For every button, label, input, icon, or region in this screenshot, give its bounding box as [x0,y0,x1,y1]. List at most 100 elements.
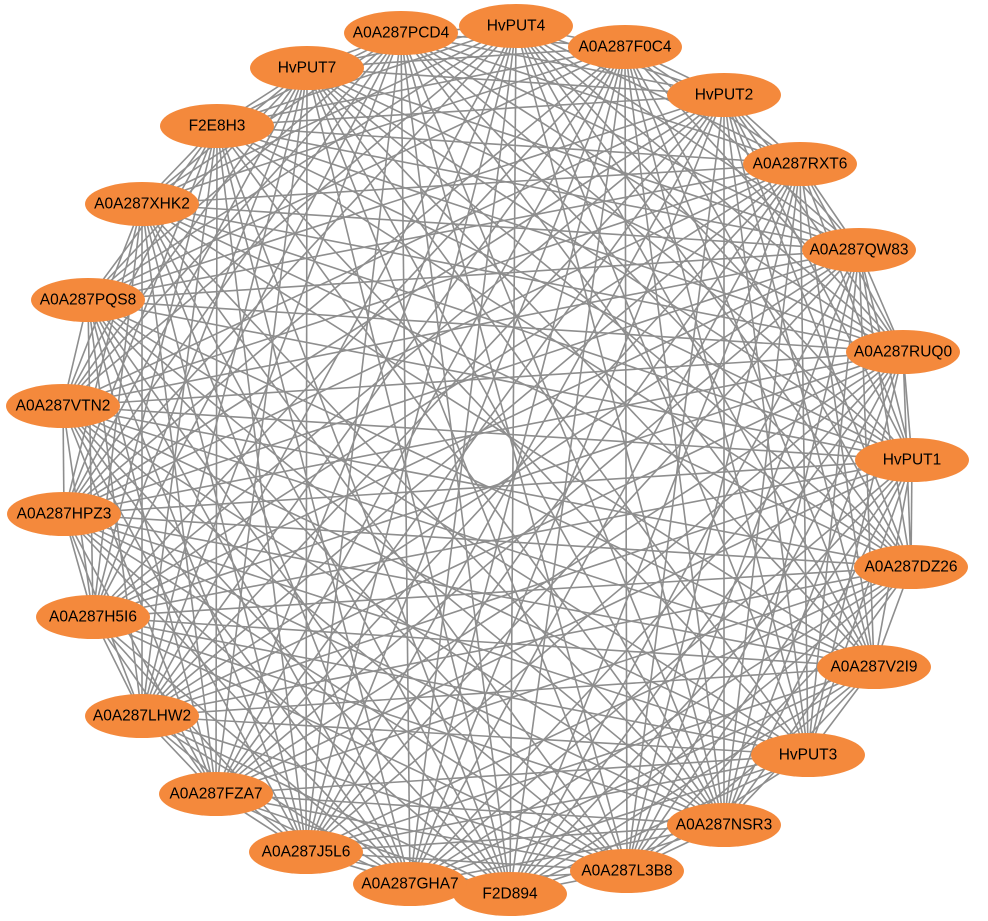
edge-A0A287DZ26-A0A287FZA7 [215,566,912,795]
node-A0A287RUQ0[interactable]: A0A287RUQ0 [846,330,960,374]
edge-F2E8H3-A0A287F0C4 [216,46,626,127]
node-label: A0A287XHK2 [94,196,190,213]
node-shape [7,492,121,536]
node-HvPUT4[interactable]: HvPUT4 [459,4,573,48]
edge-HvPUT7-A0A287DZ26 [306,67,912,568]
edge-A0A287J5L6-HvPUT7 [305,67,308,853]
edge-A0A287PQS8-A0A287RXT6 [87,163,801,301]
edge-A0A287GHA7-A0A287HPZ3 [63,513,411,885]
edge-A0A287PQS8-HvPUT4 [87,25,517,301]
edge-A0A287LHW2-A0A287F0C4 [141,46,626,717]
node-label: A0A287QW83 [809,242,908,259]
edge-F2D894-A0A287PQS8 [87,299,511,895]
edge-A0A287PQS8-HvPUT1 [87,299,913,461]
node-A0A287PQS8[interactable]: A0A287PQS8 [31,278,145,322]
node-shape [751,733,865,777]
node-label: A0A287FZA7 [169,786,262,803]
node-A0A287L3B8[interactable]: A0A287L3B8 [570,849,684,893]
edge-A0A287LHW2-HvPUT7 [141,67,308,717]
node-shape [31,278,145,322]
edge-A0A287L3B8-A0A287H5I6 [92,616,628,872]
edge-A0A287XHK2-A0A287DZ26 [141,203,912,568]
node-shape [854,545,968,589]
edge-A0A287J5L6-A0A287H5I6 [92,616,307,853]
edge-F2E8H3-HvPUT1 [216,125,913,461]
node-A0A287QW83[interactable]: A0A287QW83 [802,228,916,272]
edge-A0A287RUQ0-A0A287H5I6 [92,351,904,618]
node-A0A287HPZ3[interactable]: A0A287HPZ3 [7,492,121,536]
edge-F2D894-HvPUT7 [306,67,511,895]
edge-A0A287DZ26-A0A287GHA7 [409,566,912,885]
edge-A0A287H5I6-A0A287RXT6 [92,163,801,618]
edge-HvPUT7-A0A287NSR3 [306,67,725,826]
node-label: A0A287RXT6 [753,156,848,173]
node-label: A0A287PCD4 [353,25,450,42]
node-shape [250,46,364,90]
edge-A0A287L3B8-HvPUT7 [306,67,628,872]
edge-F2E8H3-A0A287DZ26 [216,125,912,568]
edge-A0A287DZ26-A0A287J5L6 [305,566,912,853]
node-HvPUT7[interactable]: HvPUT7 [250,46,364,90]
edge-A0A287FZA7-A0A287F0C4 [215,46,626,795]
edge-A0A287FZA7-F2E8H3 [215,125,218,795]
node-A0A287FZA7[interactable]: A0A287FZA7 [159,772,273,816]
edge-A0A287XHK2-HvPUT1 [141,203,913,461]
edge-F2D894-A0A287XHK2 [141,203,511,895]
edge-A0A287FZA7-HvPUT2 [215,94,725,795]
edge-F2E8H3-HvPUT4 [216,25,517,127]
edge-A0A287PCD4-A0A287DZ26 [400,32,912,568]
node-F2D894[interactable]: F2D894 [453,872,567,916]
node-shape [846,330,960,374]
edge-HvPUT4-F2D894 [509,25,517,895]
edge-HvPUT4-A0A287DZ26 [515,25,912,568]
node-A0A287XHK2[interactable]: A0A287XHK2 [85,182,199,226]
node-label: A0A287DZ26 [864,559,957,576]
edge-A0A287H5I6-A0A287PQS8 [87,299,94,618]
edge-A0A287RUQ0-A0A287GHA7 [409,351,904,885]
node-A0A287PCD4[interactable]: A0A287PCD4 [344,11,458,55]
edge-HvPUT7-A0A287RUQ0 [306,67,904,353]
edge-A0A287PQS8-A0A287F0C4 [87,46,626,301]
node-F2E8H3[interactable]: F2E8H3 [160,104,274,148]
edge-A0A287XHK2-A0A287F0C4 [141,46,626,205]
node-label: A0A287J5L6 [262,844,351,861]
edge-F2E8H3-HvPUT2 [216,94,725,127]
node-A0A287LHW2[interactable]: A0A287LHW2 [85,694,199,738]
edge-A0A287NSR3-A0A287FZA7 [215,793,725,826]
node-A0A287NSR3[interactable]: A0A287NSR3 [667,803,781,847]
node-label: A0A287NSR3 [676,817,773,834]
edge-A0A287NSR3-F2E8H3 [216,125,725,826]
edge-A0A287RUQ0-A0A287J5L6 [305,351,904,853]
node-shape [855,438,969,482]
edge-A0A287QW83-A0A287J5L6 [305,249,860,853]
node-A0A287H5I6[interactable]: A0A287H5I6 [36,595,150,639]
edge-A0A287V2I9-A0A287HPZ3 [63,513,875,668]
node-shape [249,830,363,874]
node-label: A0A287RUQ0 [854,344,953,361]
node-A0A287J5L6[interactable]: A0A287J5L6 [249,830,363,874]
edge-A0A287PQS8-HvPUT2 [87,94,725,301]
node-shape [85,694,199,738]
node-A0A287GHA7[interactable]: A0A287GHA7 [353,862,467,906]
edge-A0A287H5I6-HvPUT2 [92,94,725,618]
node-A0A287DZ26[interactable]: A0A287DZ26 [854,545,968,589]
node-A0A287F0C4[interactable]: A0A287F0C4 [568,25,682,69]
node-HvPUT3[interactable]: HvPUT3 [751,733,865,777]
edge-A0A287PQS8-HvPUT7 [87,67,308,301]
edge-A0A287RUQ0-F2D894 [509,351,904,895]
node-HvPUT1[interactable]: HvPUT1 [855,438,969,482]
node-shape [36,595,150,639]
node-HvPUT2[interactable]: HvPUT2 [667,73,781,117]
edge-A0A287HPZ3-A0A287RXT6 [63,163,801,515]
edge-A0A287XHK2-HvPUT4 [141,25,517,205]
edge-A0A287LHW2-A0A287RXT6 [141,163,801,717]
node-label: HvPUT4 [487,18,546,35]
node-shape [743,142,857,186]
edge-A0A287L3B8-A0A287XHK2 [141,203,628,872]
node-shape [6,384,120,428]
node-A0A287RXT6[interactable]: A0A287RXT6 [743,142,857,186]
node-A0A287VTN2[interactable]: A0A287VTN2 [6,384,120,428]
edge-A0A287V2I9-A0A287J5L6 [305,666,875,853]
edge-HvPUT3-A0A287LHW2 [141,715,809,756]
node-A0A287V2I9[interactable]: A0A287V2I9 [817,645,931,689]
